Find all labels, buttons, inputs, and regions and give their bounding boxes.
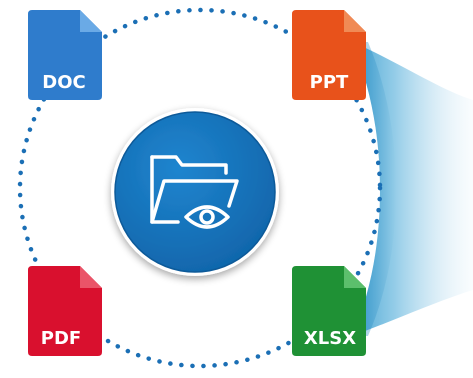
ppt-file-icon: PPT [292,10,366,100]
xlsx-file-icon: XLSX [292,266,366,356]
doc-file-icon: DOC [28,10,102,100]
doc-label: DOC [42,72,85,93]
folder-eye-icon [111,108,279,276]
pdf-label: PDF [41,328,81,349]
pdf-file-icon: PDF [28,266,102,356]
ppt-label: PPT [310,72,349,93]
xlsx-label: XLSX [304,328,356,349]
dotted-ring [17,7,383,369]
light-beam [352,42,473,336]
